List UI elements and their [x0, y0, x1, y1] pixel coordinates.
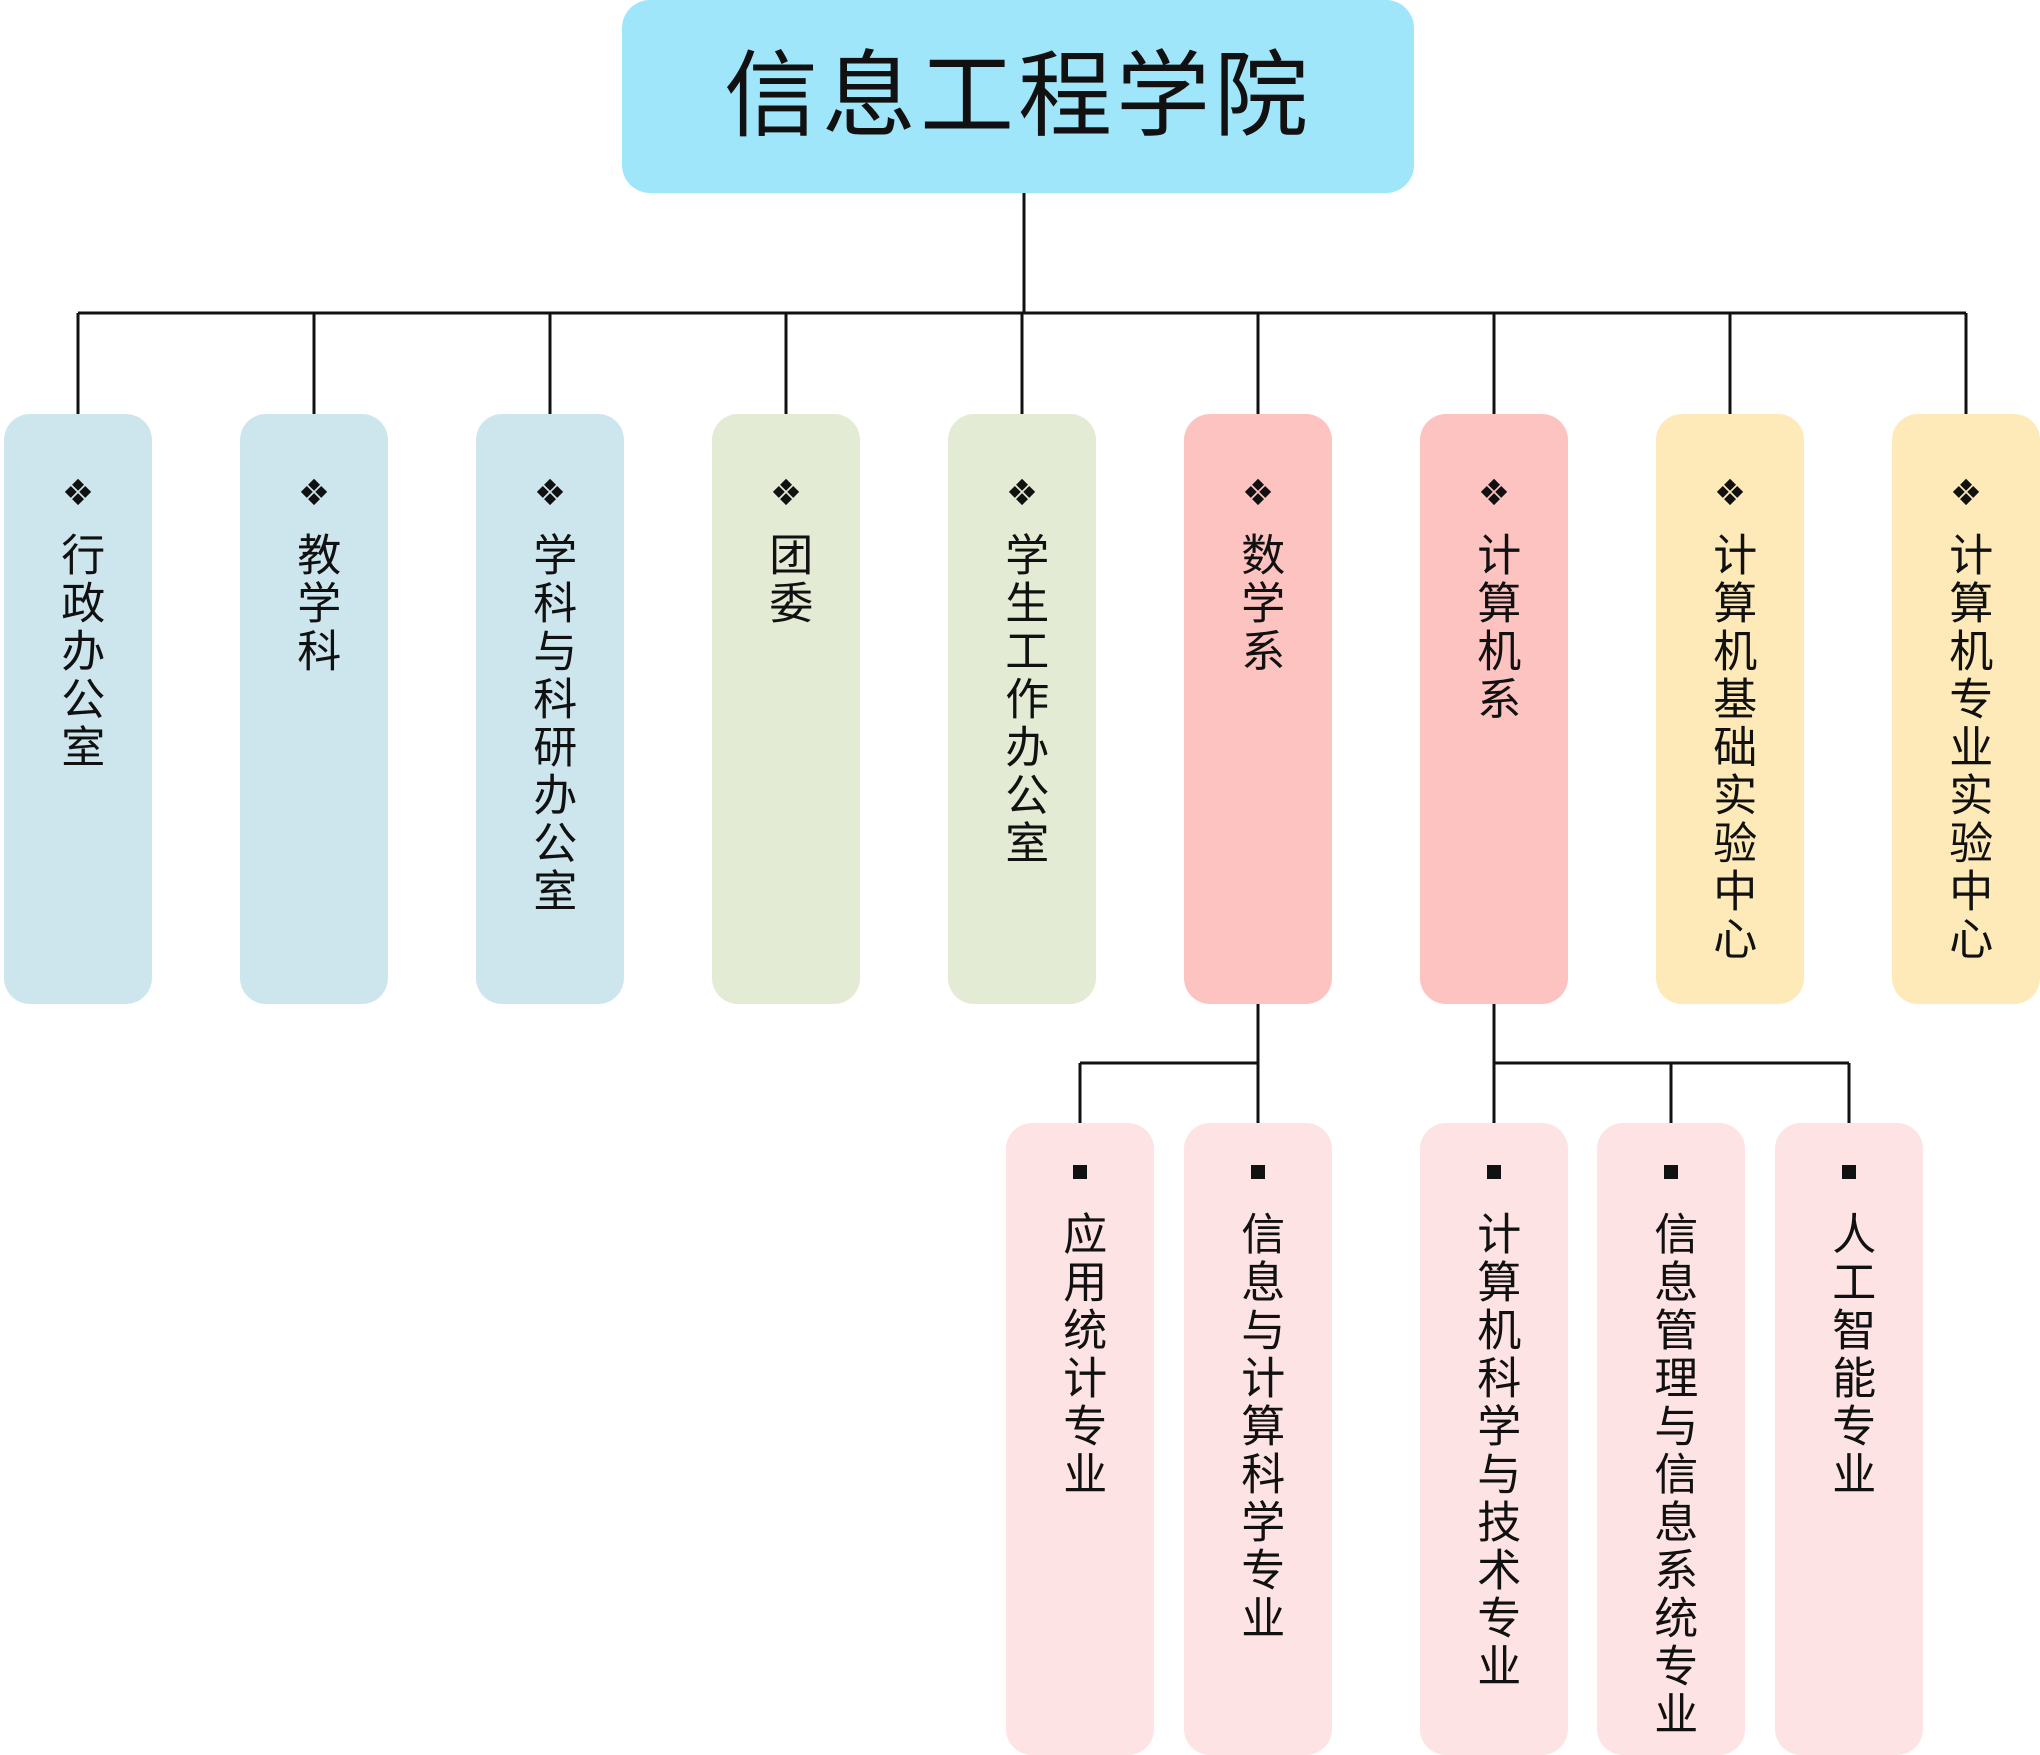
department-label: 教学科 — [289, 532, 341, 676]
major-node: 人工智能专业 — [1775, 1123, 1923, 1755]
department-label: 计算机基础实验中心 — [1705, 532, 1757, 964]
diamond-bullet-icon: ❖ — [297, 473, 331, 514]
department-node: ❖ 学生工作办公室 — [948, 414, 1096, 1004]
department-label: 学科与科研办公室 — [525, 532, 577, 916]
diamond-bullet-icon: ❖ — [533, 473, 567, 514]
square-bullet-icon — [1073, 1165, 1087, 1179]
department-label: 计算机专业实验中心 — [1941, 532, 1993, 964]
department-label: 数学系 — [1233, 532, 1285, 676]
department-node: ❖ 数学系 — [1184, 414, 1332, 1004]
major-label: 信息与计算科学专业 — [1233, 1211, 1285, 1643]
department-label: 学生工作办公室 — [997, 532, 1049, 868]
department-node: ❖ 计算机基础实验中心 — [1656, 414, 1804, 1004]
square-bullet-icon — [1251, 1165, 1265, 1179]
department-node: ❖ 计算机系 — [1420, 414, 1568, 1004]
diamond-bullet-icon: ❖ — [1713, 473, 1747, 514]
major-label: 应用统计专业 — [1055, 1211, 1107, 1499]
square-bullet-icon — [1842, 1165, 1856, 1179]
diamond-bullet-icon: ❖ — [1477, 473, 1511, 514]
department-node: ❖ 团委 — [712, 414, 860, 1004]
diamond-bullet-icon: ❖ — [1241, 473, 1275, 514]
major-label: 计算机科学与技术专业 — [1469, 1211, 1521, 1691]
major-node: 信息管理与信息系统专业 — [1597, 1123, 1745, 1755]
department-label: 计算机系 — [1469, 532, 1521, 724]
square-bullet-icon — [1487, 1165, 1501, 1179]
major-node: 计算机科学与技术专业 — [1420, 1123, 1568, 1755]
department-node: ❖ 计算机专业实验中心 — [1892, 414, 2040, 1004]
department-node: ❖ 学科与科研办公室 — [476, 414, 624, 1004]
major-node: 信息与计算科学专业 — [1184, 1123, 1332, 1755]
diamond-bullet-icon: ❖ — [1005, 473, 1039, 514]
department-node: ❖ 教学科 — [240, 414, 388, 1004]
root-node: 信息工程学院 — [622, 0, 1414, 193]
major-label: 人工智能专业 — [1824, 1211, 1876, 1499]
department-label: 行政办公室 — [53, 532, 105, 772]
diamond-bullet-icon: ❖ — [769, 473, 803, 514]
diamond-bullet-icon: ❖ — [61, 473, 95, 514]
diamond-bullet-icon: ❖ — [1949, 473, 1983, 514]
department-label: 团委 — [761, 532, 813, 628]
square-bullet-icon — [1664, 1165, 1678, 1179]
department-node: ❖ 行政办公室 — [4, 414, 152, 1004]
root-title: 信息工程学院 — [723, 41, 1312, 151]
major-label: 信息管理与信息系统专业 — [1646, 1211, 1698, 1739]
major-node: 应用统计专业 — [1006, 1123, 1154, 1755]
